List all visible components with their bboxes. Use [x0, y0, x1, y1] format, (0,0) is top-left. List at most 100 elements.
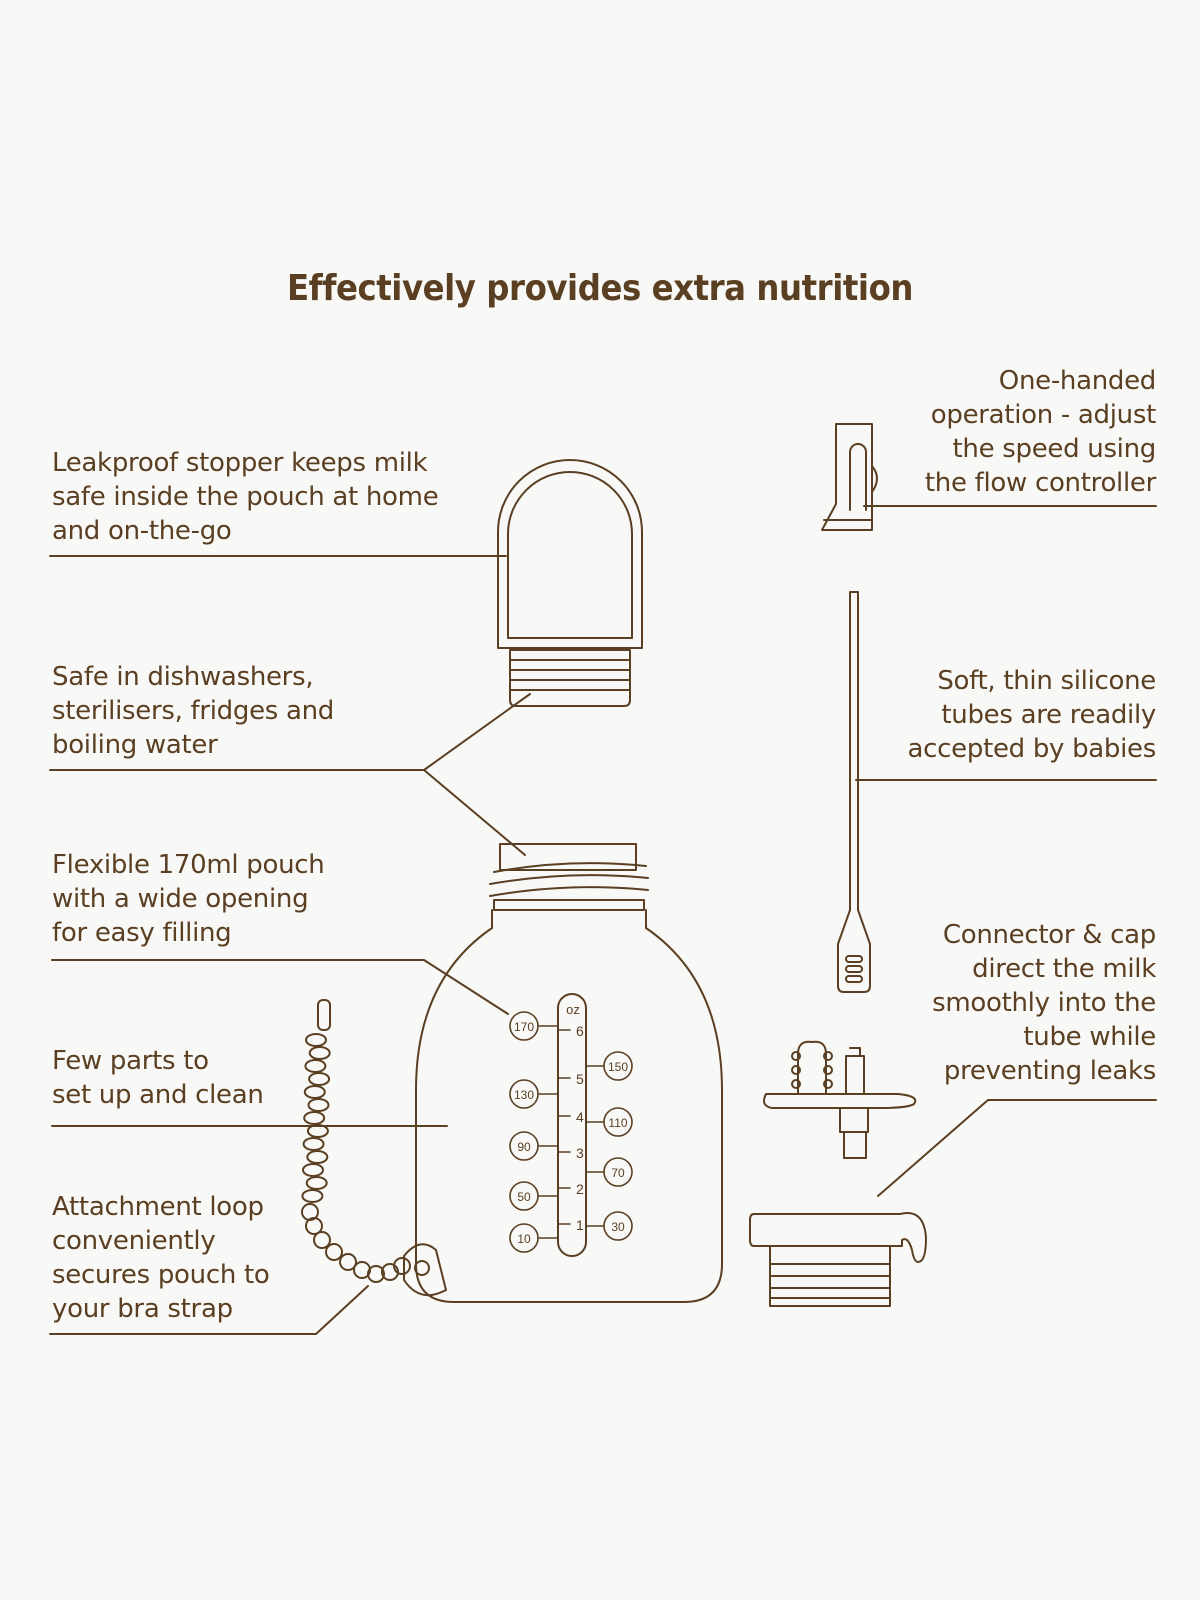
- flow-controller-slot: [849, 443, 867, 511]
- flow-controller-wheel: [871, 465, 878, 493]
- callout-pouch-line-1: Flexible 170ml pouch: [52, 850, 325, 880]
- loop-bead: [303, 1085, 326, 1099]
- loop-bead: [303, 1111, 326, 1125]
- ml-left-170: 170: [514, 1020, 534, 1034]
- loop-bead: [308, 1046, 331, 1060]
- loop-bead: [339, 1253, 357, 1271]
- cap-top: [749, 1212, 927, 1263]
- ml-right-110: 110: [608, 1116, 627, 1130]
- loop-bead: [306, 1150, 329, 1164]
- stopper-illustration: [497, 459, 643, 707]
- pouch-illustration: [415, 843, 723, 1303]
- loop-bead: [306, 1124, 329, 1138]
- ml-left-90: 90: [517, 1140, 531, 1154]
- tube-tip-slot-2: [845, 965, 863, 973]
- ml-right-circle-110: [603, 1107, 633, 1137]
- leader-lines: [49, 505, 1157, 1335]
- pouch-body: [415, 909, 723, 1303]
- ml-left-circle-10: [509, 1223, 539, 1253]
- stopper-plug: [509, 649, 631, 707]
- stopper-loop: [497, 459, 643, 649]
- connector-bead-6: [823, 1079, 833, 1089]
- callout-connector-line-5: preventing leaks: [943, 1056, 1156, 1086]
- callout-tubes: Soft, thin silicone tubes are readily ac…: [907, 664, 1157, 766]
- connector-bead-5: [823, 1065, 833, 1075]
- leader-connector: [877, 1099, 1157, 1197]
- callout-pouch-line-2: with a wide opening: [52, 884, 309, 914]
- callout-stopper-line-3: and on-the-go: [52, 516, 232, 546]
- callout-controller-line-3: the speed using: [952, 434, 1157, 464]
- ml-right-circle-150: [603, 1051, 633, 1081]
- connector-bead-3: [791, 1079, 801, 1089]
- loop-bead: [304, 1059, 327, 1073]
- connector-bead-2: [791, 1065, 801, 1075]
- pouch-neck: [499, 843, 637, 871]
- oz-mark-2: 2: [576, 1181, 584, 1197]
- ml-right-circle-30: [603, 1211, 633, 1241]
- callout-loop-line-3: secures pouch to: [52, 1260, 270, 1290]
- callout-controller-line-2: operation - adjust: [930, 400, 1157, 430]
- loop-bead: [302, 1163, 324, 1177]
- callout-connector-line-4: tube while: [1023, 1022, 1156, 1052]
- ml-right-circle-70: [603, 1157, 633, 1187]
- tube-shaft: [849, 591, 859, 911]
- connector-bead-string-left: [797, 1040, 813, 1095]
- callout-loop-line-4: your bra strap: [52, 1294, 233, 1324]
- oz-mark-4: 4: [576, 1109, 584, 1125]
- loop-bead: [302, 1137, 325, 1151]
- stopper-loop-inner: [507, 471, 633, 639]
- ml-left-10: 10: [517, 1232, 531, 1246]
- ml-right-150: 150: [608, 1060, 628, 1074]
- loop-bead: [307, 1098, 330, 1112]
- loop-beads: [301, 1033, 411, 1283]
- callout-parts-line-2: set up and clean: [52, 1080, 264, 1110]
- callout-loop-line-2: conveniently: [52, 1226, 216, 1256]
- connector-bead-4: [823, 1051, 833, 1061]
- ml-left-circle-50: [509, 1181, 539, 1211]
- loop-bead: [393, 1257, 411, 1275]
- callout-loop: Attachment loop conveniently secures pou…: [52, 1190, 270, 1326]
- callout-dishwasher-line-3: boiling water: [52, 730, 218, 760]
- callout-connector: Connector & cap direct the milk smoothly…: [932, 918, 1156, 1088]
- tube-tip: [837, 909, 871, 993]
- leader-loop: [49, 1285, 369, 1335]
- connector-plate: [763, 1093, 917, 1109]
- callout-connector-line-1: Connector & cap: [942, 920, 1156, 950]
- callout-stopper-line-1: Leakproof stopper keeps milk: [52, 448, 428, 478]
- loop-bead: [308, 1072, 331, 1086]
- callout-pouch-line-3: for easy filling: [52, 918, 232, 948]
- scale-unit: oz: [566, 1002, 580, 1017]
- oz-mark-6: 6: [576, 1023, 584, 1039]
- callout-tubes-line-3: accepted by babies: [907, 734, 1157, 764]
- pouch-threads: [489, 862, 649, 897]
- callout-connector-line-3: smoothly into the: [932, 988, 1156, 1018]
- flow-controller-body: [821, 423, 873, 531]
- loop-tab: [403, 1243, 447, 1297]
- callout-pouch: Flexible 170ml pouch with a wide opening…: [52, 848, 325, 950]
- silicone-tube-illustration: [837, 591, 871, 993]
- loop-bead: [367, 1265, 385, 1283]
- callout-parts-line-1: Few parts to: [52, 1046, 209, 1076]
- loop-bead: [313, 1231, 331, 1249]
- cap-illustration: [749, 1212, 927, 1307]
- attachment-loop-illustration: [301, 999, 447, 1297]
- stopper-ridges: [509, 659, 631, 691]
- callout-controller: One-handed operation - adjust the speed …: [925, 364, 1156, 500]
- connector-stem: [839, 1107, 869, 1159]
- loop-bead: [301, 1189, 324, 1203]
- pouch-scale-bar: [557, 993, 587, 1257]
- page-title: Effectively provides extra nutrition: [286, 268, 914, 309]
- callout-loop-line-1: Attachment loop: [52, 1192, 264, 1222]
- ml-left-circle-130: [509, 1079, 539, 1109]
- callout-stopper: Leakproof stopper keeps milk safe inside…: [52, 446, 439, 548]
- callout-parts: Few parts to set up and clean: [52, 1044, 264, 1112]
- measurement-scale: oz 6 5 4 3 2 1 170 130 90 50 10: [509, 1002, 633, 1253]
- ml-left-circle-170: [509, 1011, 539, 1041]
- loop-bead: [305, 1217, 323, 1235]
- callout-connector-line-2: direct the milk: [972, 954, 1156, 984]
- loop-bead: [305, 1033, 327, 1047]
- loop-pin: [317, 999, 331, 1031]
- oz-mark-1: 1: [576, 1217, 584, 1233]
- tube-tip-slot-3: [845, 975, 863, 983]
